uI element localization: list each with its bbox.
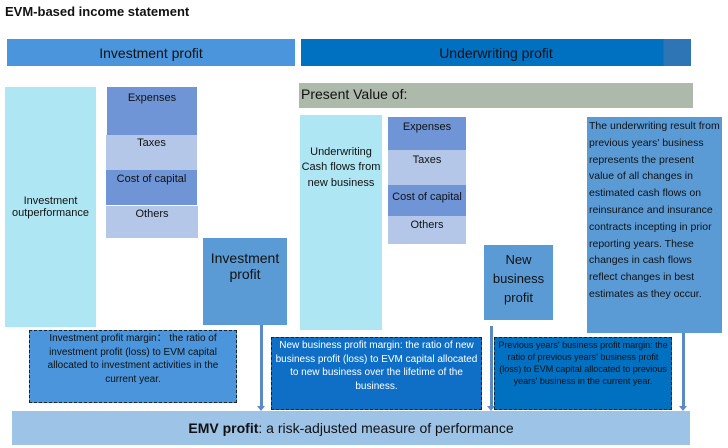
- previous-years-margin-note: Previous years' business profit margin: …: [494, 337, 672, 410]
- underwriting-others-box: Others: [388, 216, 466, 244]
- underwriting-expenses-box: Expenses: [388, 117, 466, 150]
- underwriting-taxes-box: Taxes: [388, 150, 466, 185]
- emv-profit-description: : a risk-adjusted measure of performance: [258, 420, 514, 436]
- investment-others-box: Others: [106, 206, 198, 238]
- investment-profit-result-box: Investment profit: [203, 238, 287, 325]
- present-value-banner: Present Value of:: [299, 83, 693, 108]
- investment-arrow: [260, 325, 263, 407]
- investment-outperformance-box: Investment outperformance: [5, 87, 96, 327]
- previous-years-business-box: The underwriting result from previous ye…: [587, 117, 722, 333]
- arrow-head: [487, 406, 495, 411]
- new-business-margin-note: New business profit margin: the ratio of…: [271, 337, 482, 410]
- new-business-arrow: [490, 326, 493, 407]
- investment-margin-note: Investment profit margin： the ratio of i…: [29, 330, 237, 403]
- underwriting-profit-header: Underwriting profit: [301, 39, 691, 66]
- investment-cost-of-capital-box: Cost of capital: [106, 170, 197, 205]
- emv-profit-label: EMV profit: [188, 420, 259, 436]
- underwriting-cash-flows-box: Underwriting Cash flows from new busines…: [300, 115, 382, 330]
- new-business-profit-box: New business profit: [484, 245, 553, 320]
- page-title: EVM-based income statement: [5, 4, 190, 19]
- emv-profit-banner: EMV profit: a risk-adjusted measure of p…: [12, 411, 690, 445]
- investment-profit-header: Investment profit: [7, 39, 295, 66]
- investment-taxes-box: Taxes: [106, 135, 197, 170]
- investment-expenses-box: Expenses: [107, 87, 197, 135]
- previous-years-arrow: [682, 333, 685, 407]
- arrow-head: [257, 406, 265, 411]
- underwriting-cost-of-capital-box: Cost of capital: [388, 185, 466, 216]
- arrow-head: [679, 406, 687, 411]
